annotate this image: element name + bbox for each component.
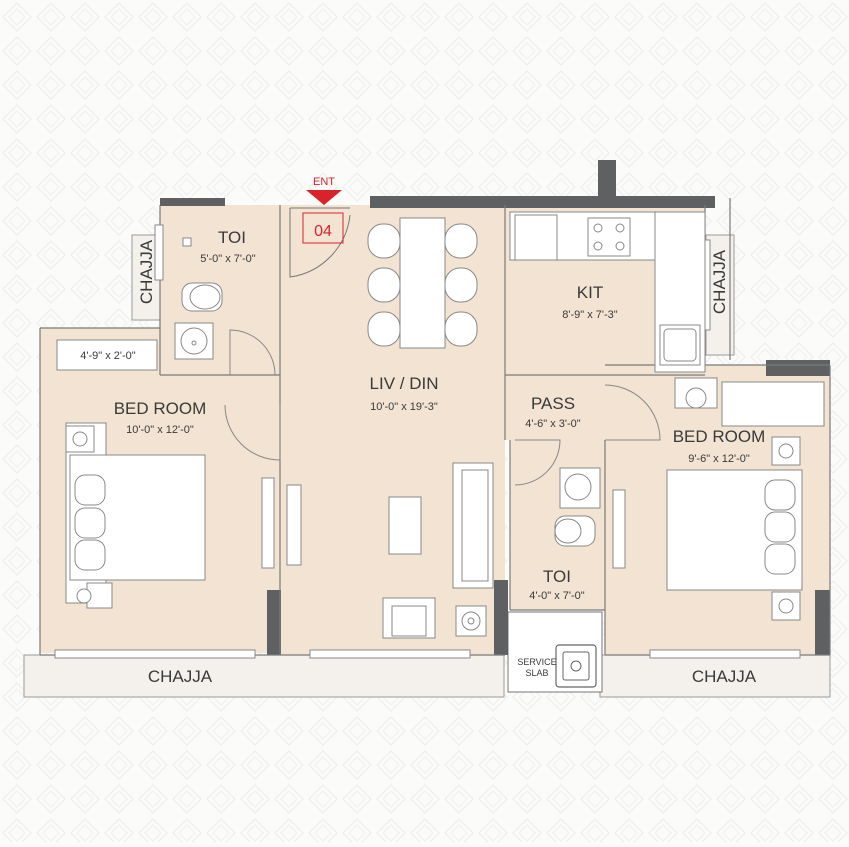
bedroom-left-furniture	[56, 339, 275, 609]
unit-number-box	[302, 212, 344, 244]
pass-size: 4'-6" x 3'-0"	[525, 418, 581, 430]
service-slab-line2: SLAB	[525, 668, 548, 678]
wardrobe-left	[56, 339, 158, 371]
kit-size: 8'-9" x 7'-3"	[562, 309, 618, 321]
chajja-bottom-right: CHAJJA	[692, 667, 757, 686]
toilet-1-fixtures	[174, 237, 223, 360]
entrance-door[interactable]	[289, 190, 351, 278]
tap-icon	[182, 237, 192, 247]
toilet-2-fixtures	[554, 467, 601, 547]
bedroom-right-furniture	[612, 377, 825, 621]
dining-table	[367, 217, 478, 349]
desk-right	[612, 489, 626, 569]
wardrobe-left-size: 4'-9" x 2'-0"	[80, 350, 136, 362]
toi-1-name: TOI	[218, 228, 246, 247]
desk-left	[261, 477, 275, 569]
bed-right-size: 9'-6" x 12'-0"	[688, 453, 750, 465]
toi-2-name: TOI	[543, 567, 571, 586]
passage-floor	[505, 375, 610, 440]
service-slab-line1: SERVICE	[517, 657, 556, 667]
wardrobe-right	[721, 381, 825, 427]
bed-left-size: 10'-0" x 12'-0"	[126, 424, 194, 436]
service-slab	[507, 611, 603, 693]
living-furniture	[286, 462, 494, 639]
toi-1-size: 5'-0" x 7'-0"	[200, 253, 256, 265]
hob-icon	[587, 217, 631, 257]
windows	[54, 224, 801, 659]
doors	[224, 329, 661, 486]
walls	[160, 160, 830, 655]
coffee-table	[388, 496, 422, 555]
kitchen-counters	[509, 211, 706, 373]
toi-2-size: 4'-0" x 7'-0"	[529, 590, 585, 602]
entrance-label: ENT	[313, 176, 335, 188]
chajja-bottom-left: CHAJJA	[148, 667, 213, 686]
unit-number: 04	[314, 223, 332, 240]
entrance-arrow-icon	[306, 190, 342, 205]
chajja-left-vertical: CHAJJA	[137, 239, 156, 304]
bed-left-name: BED ROOM	[114, 399, 207, 418]
room-labels: TOI 5'-0" x 7'-0" LIV / DIN 10'-0" x 19'…	[80, 228, 765, 686]
tv-unit	[286, 484, 302, 566]
pass-name: PASS	[531, 394, 575, 413]
bed-right-name: BED ROOM	[673, 427, 766, 446]
liv-din-size: 10'-0" x 19'-3"	[370, 401, 438, 413]
liv-din-name: LIV / DIN	[370, 374, 439, 393]
kit-name: KIT	[577, 283, 603, 302]
chajja-right-vertical: CHAJJA	[710, 249, 729, 314]
